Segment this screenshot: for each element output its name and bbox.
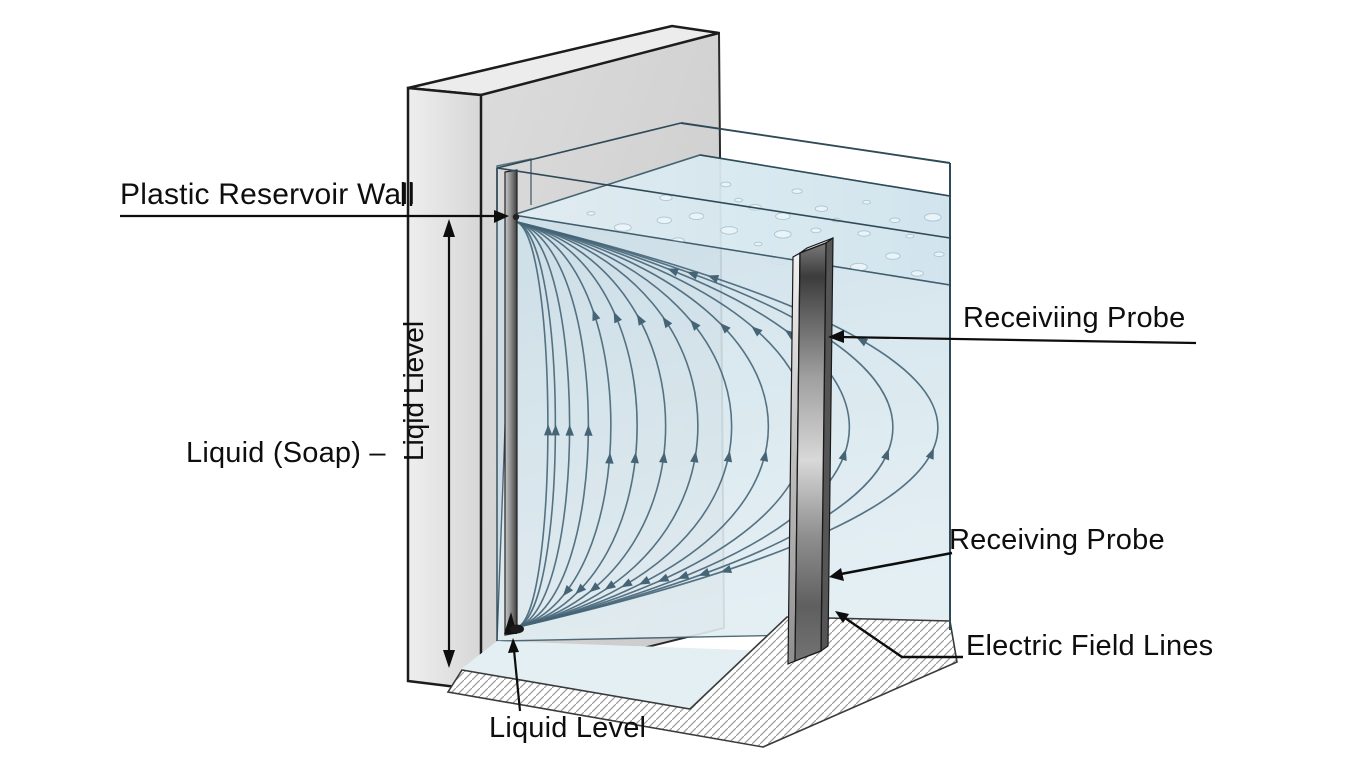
field-lines-leader bbox=[844, 617, 963, 659]
droplet bbox=[933, 251, 945, 258]
label-receiviing-probe: Receiviing Probe bbox=[963, 302, 1186, 334]
droplet bbox=[857, 230, 871, 237]
probe-top-arrowhead bbox=[828, 330, 844, 343]
field-line bbox=[516, 221, 557, 628]
droplet bbox=[720, 181, 732, 188]
droplet bbox=[753, 241, 763, 247]
base-slab bbox=[446, 616, 958, 748]
field-line bbox=[516, 221, 571, 628]
droplet bbox=[862, 199, 872, 205]
label-liquid-soap: Liquid (Soap) – bbox=[186, 437, 386, 469]
droplet bbox=[910, 270, 924, 277]
dimension-arrow-down bbox=[443, 650, 455, 668]
label-liqid-lievel: Liqid Lievel bbox=[398, 320, 429, 462]
droplet bbox=[659, 194, 673, 202]
wall-label-arrowhead bbox=[494, 210, 509, 223]
label-electric-field-lines: Electric Field Lines bbox=[966, 630, 1214, 662]
probe-mid-arrowhead bbox=[829, 568, 844, 581]
droplet bbox=[688, 212, 705, 220]
probe-top-leader bbox=[839, 335, 1197, 345]
droplet bbox=[720, 226, 738, 235]
field-source-point bbox=[512, 213, 520, 221]
droplet bbox=[905, 233, 915, 239]
droplet bbox=[923, 213, 942, 222]
label-plastic-reservoir-wall: Plastic Reservoir Wall bbox=[120, 178, 416, 211]
droplet bbox=[810, 227, 822, 234]
liquid-level-leader bbox=[512, 649, 522, 712]
label-liquid-level: Liquid Level bbox=[489, 712, 647, 744]
droplet bbox=[814, 205, 829, 212]
droplet bbox=[775, 212, 791, 220]
droplet bbox=[734, 197, 744, 203]
droplet bbox=[889, 217, 901, 224]
droplet bbox=[885, 252, 901, 260]
liquid-level-dimension bbox=[401, 182, 455, 668]
droplet bbox=[791, 188, 803, 194]
label-receiving-probe: Receiving Probe bbox=[949, 524, 1165, 556]
dimension-arrow-up bbox=[443, 219, 455, 237]
droplet bbox=[586, 211, 596, 216]
liquid-level-arrowhead bbox=[508, 638, 519, 653]
droplet bbox=[613, 223, 632, 232]
field-line bbox=[516, 221, 612, 628]
field-lines-arrowhead bbox=[835, 611, 849, 623]
leader-lines bbox=[120, 210, 1197, 712]
field-convergence-point bbox=[510, 624, 524, 634]
field-line bbox=[516, 221, 549, 628]
droplet bbox=[656, 216, 673, 225]
receiving-probe bbox=[787, 236, 834, 665]
probe-mid-leader bbox=[840, 551, 953, 576]
droplet bbox=[773, 230, 792, 239]
